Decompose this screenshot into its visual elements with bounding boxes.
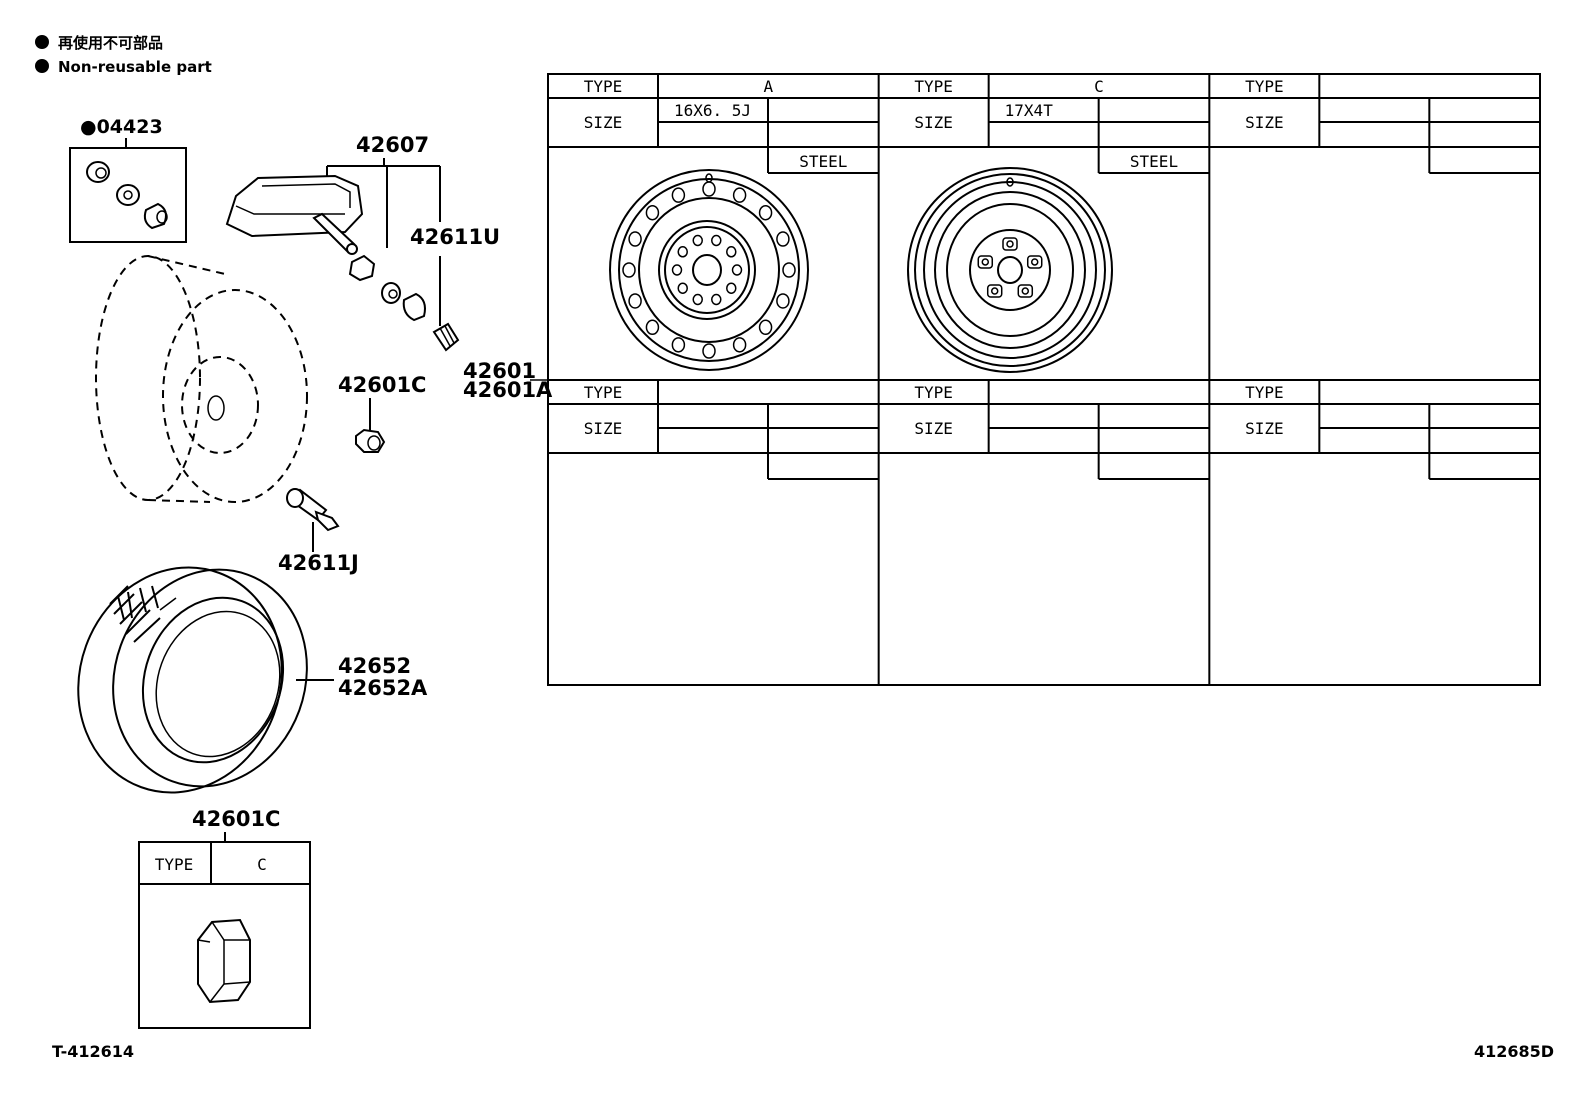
lug-pocket — [1026, 255, 1043, 269]
size-value: 16X6. 5J — [674, 101, 751, 120]
steel-wheel-type-a-icon — [609, 169, 809, 371]
type-value: A — [764, 77, 774, 96]
vent-hole — [645, 204, 660, 221]
lug-hole — [692, 234, 703, 247]
lug-hole — [671, 264, 683, 276]
size-label: SIZE — [1245, 113, 1284, 132]
lug-hole — [726, 246, 737, 258]
type-label: TYPE — [914, 383, 953, 402]
vent-hole — [732, 337, 747, 353]
lug-pocket — [977, 255, 994, 269]
vent-hole — [776, 293, 790, 309]
lug-hole — [692, 293, 703, 306]
lug-nut-icon — [355, 428, 386, 453]
lug-hole — [726, 282, 737, 294]
lug-hole — [711, 293, 722, 306]
diagram-code-right: 412685D — [1474, 1042, 1554, 1061]
non-reusable-bullet-icon — [35, 35, 49, 49]
material-value: STEEL — [1130, 152, 1178, 171]
nut-type-table — [138, 841, 311, 1029]
part-label-42607[interactable]: 42607 — [356, 133, 429, 157]
part-label-42652[interactable]: 42652 — [338, 654, 411, 678]
size-label: SIZE — [914, 419, 953, 438]
kit-washer-icon — [116, 184, 140, 206]
sensor-washer-icon — [381, 282, 401, 304]
sensor-nut-icon — [348, 254, 376, 282]
kit-box-04423 — [69, 147, 187, 243]
vent-hole — [645, 319, 660, 336]
type-label: TYPE — [1245, 383, 1284, 402]
vent-hole — [628, 293, 642, 309]
type-value: C — [1094, 77, 1104, 96]
vent-hole — [622, 262, 636, 278]
lug-hole — [731, 264, 743, 276]
part-label-42611U[interactable]: 42611U — [410, 225, 500, 249]
type-label: TYPE — [584, 383, 623, 402]
hex-nut-icon — [197, 918, 251, 1004]
steel-wheel-type-c-icon — [907, 167, 1113, 373]
size-label: SIZE — [914, 113, 953, 132]
vent-hole — [702, 181, 716, 197]
nut-table-type-value: C — [257, 855, 267, 874]
valve-stem-icon — [286, 488, 340, 532]
non-reusable-bullet-icon — [35, 59, 49, 73]
vent-hole — [782, 262, 796, 278]
vent-hole — [671, 337, 686, 353]
wheel-outline-icon — [95, 255, 308, 503]
lug-pocket — [986, 284, 1003, 298]
tire-icon — [77, 566, 308, 794]
type-label: TYPE — [914, 77, 953, 96]
part-label-42611J[interactable]: 42611J — [278, 551, 359, 575]
part-label-04423[interactable]: ●04423 — [80, 116, 163, 138]
lug-hole — [677, 246, 688, 258]
vent-hole — [671, 187, 686, 203]
legend-en: Non-reusable part — [58, 58, 212, 76]
size-label: SIZE — [584, 419, 623, 438]
legend-jp: 再使用不可部品 — [58, 34, 163, 52]
kit-cap-icon — [143, 202, 168, 230]
part-label-42601C-mid[interactable]: 42601C — [338, 373, 426, 397]
tpms-sensor-icon — [225, 174, 364, 255]
size-label: SIZE — [584, 113, 623, 132]
vent-hole — [702, 343, 716, 359]
valve-cap-icon — [432, 322, 460, 352]
part-label-42601[interactable]: 42601 — [463, 359, 536, 383]
type-label: TYPE — [1245, 77, 1284, 96]
size-value: 17X4T — [1005, 101, 1054, 120]
material-value: STEEL — [799, 152, 847, 171]
lug-hole — [677, 282, 688, 294]
nut-table-type-label: TYPE — [155, 855, 194, 874]
kit-nut-icon — [86, 161, 110, 183]
type-label: TYPE — [584, 77, 623, 96]
lug-hole — [711, 234, 722, 247]
vent-hole — [758, 319, 773, 336]
vent-hole — [732, 187, 747, 203]
wheel-type-table: TYPE SIZE A 16X6. 5J STEEL TYPE SIZE C 17X4T STEE… — [547, 73, 1541, 686]
part-label-42601C-nut[interactable]: 42601C — [192, 807, 280, 831]
sensor-grommet-icon — [402, 292, 426, 322]
diagram-code-left: T-412614 — [52, 1042, 134, 1061]
part-label-42652A[interactable]: 42652A — [338, 676, 428, 700]
part-label-42601A[interactable]: 42601A — [463, 378, 553, 402]
lug-pocket — [1002, 237, 1018, 251]
vent-hole — [758, 204, 773, 221]
size-label: SIZE — [1245, 419, 1284, 438]
lug-pocket — [1017, 284, 1034, 298]
vent-hole — [628, 231, 642, 247]
vent-hole — [776, 231, 790, 247]
